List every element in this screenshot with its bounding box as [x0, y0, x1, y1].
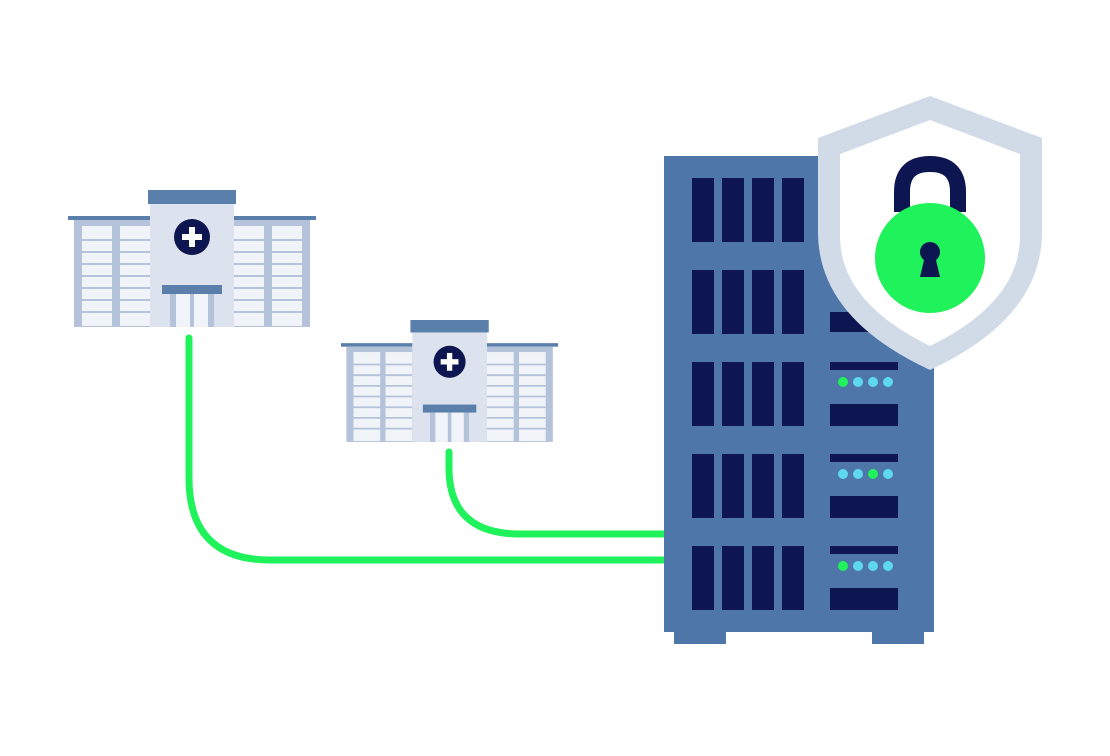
server-indicator-lights [838, 377, 893, 571]
server-rack-icon [664, 156, 934, 644]
server-slot [722, 454, 744, 518]
server-slot [752, 454, 774, 518]
server-slots [692, 178, 898, 610]
connection-lines [185, 334, 670, 564]
indicator-light-green [838, 561, 848, 571]
hospital-building-icon [341, 320, 559, 442]
indicator-light-cyan [883, 377, 893, 387]
connection-left-hospital-to-server [185, 334, 670, 564]
server-slot [722, 362, 744, 426]
indicator-light-cyan [868, 377, 878, 387]
server-drive-bay [830, 454, 898, 462]
server-drive-bay [830, 496, 898, 518]
connection-middle-hospital-to-server [445, 448, 670, 538]
server-slot [782, 178, 804, 242]
server-slot [752, 178, 774, 242]
indicator-light-green [838, 377, 848, 387]
server-drive-bay [830, 588, 898, 610]
server-slot [782, 362, 804, 426]
indicator-light-cyan [853, 561, 863, 571]
server-slot [782, 454, 804, 518]
server-slot [752, 362, 774, 426]
server-slot [692, 178, 714, 242]
server-slot [722, 546, 744, 610]
server-slot [692, 454, 714, 518]
server-drive-bay [830, 404, 898, 426]
server-slot [782, 270, 804, 334]
server-slot [752, 270, 774, 334]
server-drive-bay [830, 362, 898, 370]
indicator-light-cyan [883, 469, 893, 479]
indicator-light-green [868, 469, 878, 479]
security-shield [818, 96, 1042, 370]
server-slot [752, 546, 774, 610]
server-slot [722, 178, 744, 242]
server-slot [722, 270, 744, 334]
server-drive-bay [830, 546, 898, 554]
hospital-middle [341, 320, 559, 442]
server-slot [692, 270, 714, 334]
hospital-left [68, 190, 316, 327]
server-slot [692, 362, 714, 426]
indicator-light-cyan [853, 469, 863, 479]
indicator-light-cyan [868, 561, 878, 571]
hospital-building-icon [68, 190, 316, 327]
padlock-icon [875, 155, 985, 313]
server-slot [692, 546, 714, 610]
server-slot [782, 546, 804, 610]
indicator-light-cyan [853, 377, 863, 387]
indicator-light-cyan [838, 469, 848, 479]
indicator-light-cyan [883, 561, 893, 571]
server-rack [664, 156, 934, 644]
